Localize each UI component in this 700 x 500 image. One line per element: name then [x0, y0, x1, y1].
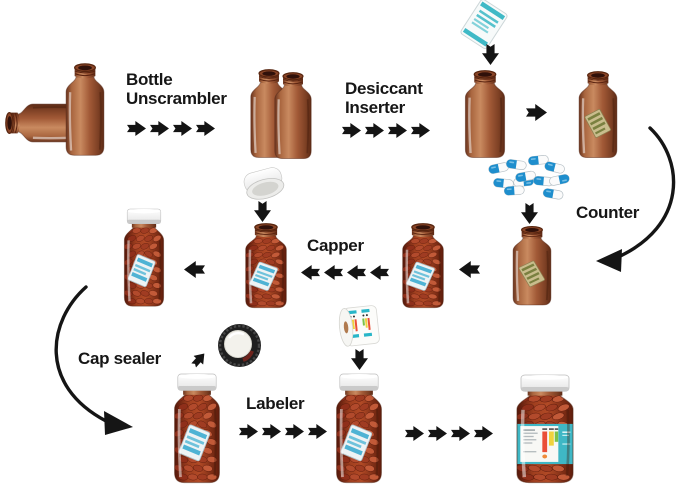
flow-arrow-icon	[254, 201, 271, 222]
stage-label-line: Inserter	[345, 98, 405, 117]
flow-arrow-icon	[184, 261, 205, 278]
flow-arrow-icon	[521, 203, 538, 224]
stage-label-counter: Counter	[576, 203, 639, 222]
flow-arrows-unscrambler	[127, 121, 215, 136]
stage-label-line: Labeler	[246, 394, 305, 413]
stage-label-line: Cap sealer	[78, 349, 161, 368]
capsules-pile-icon	[482, 154, 576, 206]
desiccant-sachet-icon	[457, 0, 511, 52]
flow-arrow-icon	[388, 123, 407, 138]
flow-arrow-icon	[365, 123, 384, 138]
flow-arrow-icon	[262, 424, 281, 439]
curved-arrow-to-sealer	[36, 281, 148, 439]
flow-arrow-icon	[482, 44, 499, 65]
stage-label-labeler: Labeler	[246, 394, 305, 413]
bottle-empty-upright	[58, 62, 112, 160]
flow-arrow-icon	[196, 121, 215, 136]
flow-arrow-icon	[459, 261, 480, 278]
stage-label-line: Bottle	[126, 70, 173, 89]
stage-label-line: Desiccant	[345, 79, 423, 98]
arrow-to-seal	[191, 353, 207, 367]
flow-arrow-icon	[405, 426, 424, 441]
stage-label-line: Counter	[576, 203, 640, 222]
flow-arrow-icon	[127, 121, 146, 136]
arrow-after-desiccant	[526, 104, 547, 121]
flow-arrows-final	[405, 426, 493, 441]
stage-label-bottle-unscrambler: Bottle Unscrambler	[126, 70, 227, 108]
down-arrow-capsules	[519, 205, 539, 225]
flow-arrow-icon	[347, 265, 366, 280]
flow-arrow-icon	[324, 265, 343, 280]
bottle-open-for-desiccant	[457, 69, 513, 162]
down-arrow-sachet	[480, 46, 500, 66]
flow-arrow-icon	[301, 265, 320, 280]
flow-arrows-desiccant	[342, 123, 430, 138]
bottle-filled-open-left	[237, 222, 295, 312]
stage-label-capper: Capper	[307, 236, 364, 255]
flow-arrows-capper	[301, 265, 389, 280]
flow-arrow-icon	[285, 424, 304, 439]
curved-arrow-to-counter	[592, 122, 692, 277]
flow-arrow-icon	[173, 121, 192, 136]
stage-label-line: Capper	[307, 236, 364, 255]
white-cap-icon	[242, 165, 286, 203]
flow-arrow-icon	[239, 424, 258, 439]
bottle-capped-sealed	[165, 373, 229, 488]
flow-arrow-icon	[474, 426, 493, 441]
down-arrow-cap	[252, 203, 272, 223]
flow-arrows-labeler	[239, 424, 327, 439]
cap-seal-top-view-icon	[216, 322, 263, 369]
stage-label-desiccant-inserter: Desiccant Inserter	[345, 79, 423, 117]
bottle-empty-pair-front	[267, 71, 319, 163]
down-arrow-roll	[349, 351, 369, 371]
bottle-filled-open-right	[394, 222, 452, 312]
bottle-with-desiccant	[571, 70, 625, 162]
flow-arrow-icon	[308, 424, 327, 439]
flow-arrow-icon	[150, 121, 169, 136]
flow-arrow-icon	[189, 349, 209, 370]
arrow-to-capped	[184, 261, 204, 277]
bottle-before-label	[327, 373, 391, 488]
flow-arrow-icon	[411, 123, 430, 138]
flow-arrow-icon	[342, 123, 361, 138]
bottle-capped	[116, 208, 172, 311]
label-roll-icon	[336, 304, 382, 348]
flow-arrow-icon	[451, 426, 470, 441]
stage-label-line: Unscrambler	[126, 89, 227, 108]
arrow-counter-to-filled	[459, 261, 479, 277]
bottle-final-labeled	[505, 374, 585, 488]
flow-arrow-icon	[526, 104, 547, 121]
flow-arrow-icon	[351, 349, 368, 370]
flow-arrow-icon	[370, 265, 389, 280]
bottle-open-counter	[505, 225, 559, 309]
stage-label-cap-sealer: Cap sealer	[78, 349, 161, 368]
flow-arrow-icon	[428, 426, 447, 441]
